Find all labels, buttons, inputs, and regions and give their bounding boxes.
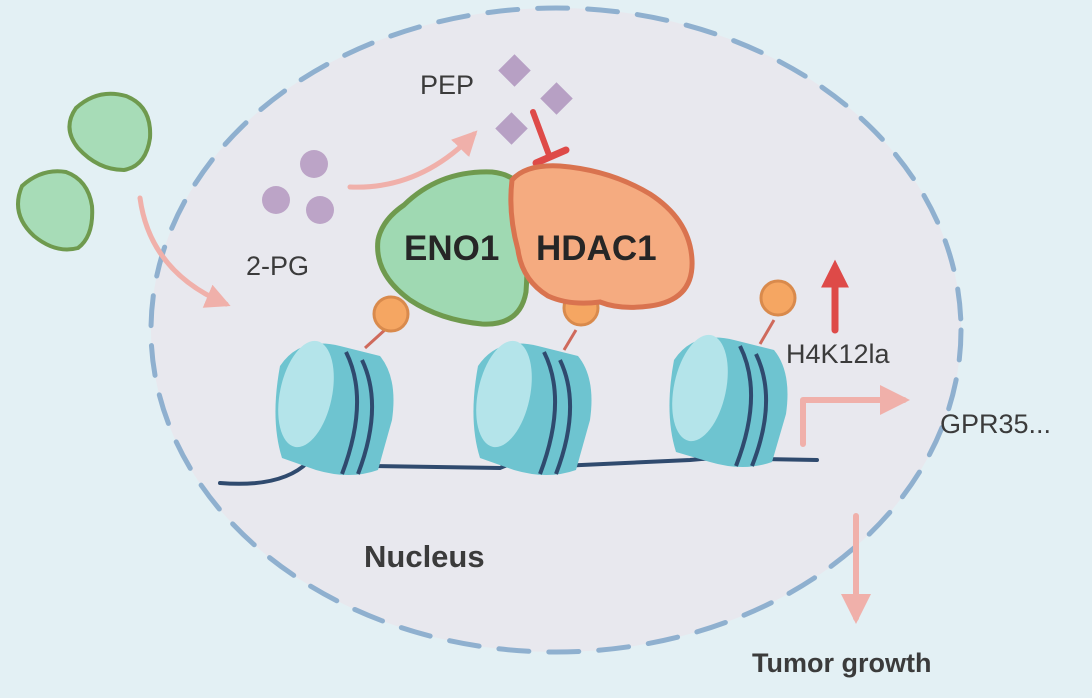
nucleosome-icon	[669, 334, 788, 467]
pep-molecule-icon	[495, 112, 528, 145]
2pg-molecule-icon	[262, 186, 290, 214]
label-nucleus: Nucleus	[364, 539, 485, 574]
hdac1-protein	[508, 163, 695, 310]
lactyl-stalk	[562, 329, 578, 351]
label-tumor-growth: Tumor growth	[752, 648, 932, 678]
lactyl-stalk	[758, 319, 776, 345]
pep-molecule-icon	[540, 82, 573, 115]
2pg-molecule-icon	[300, 150, 328, 178]
label-h4k12la: H4K12la	[786, 339, 890, 369]
lactate-molecule-icon	[67, 91, 153, 173]
eno1-protein	[375, 169, 531, 327]
nucleosome-icon	[473, 340, 592, 475]
lactyl-stalk	[363, 326, 389, 350]
inhibition-icon	[530, 109, 552, 158]
transcription-arrow-icon	[800, 385, 910, 447]
pep-molecule-icon	[498, 54, 531, 87]
nucleus-membrane	[148, 5, 964, 655]
inhibition-bar	[532, 146, 570, 167]
label-hdac1: HDAC1	[536, 229, 657, 268]
import-arrow-icon	[137, 195, 231, 308]
lactate-molecule-icon	[16, 169, 95, 252]
lactyl-mark-icon	[372, 295, 410, 333]
label-gpr35: GPR35...	[940, 409, 1052, 439]
label-eno1: ENO1	[404, 229, 500, 268]
2pg-molecule-icon	[306, 196, 334, 224]
label-pep: PEP	[420, 70, 475, 100]
conversion-arrow-icon	[347, 130, 478, 190]
lactyl-mark-icon	[759, 279, 797, 317]
label-2pg: 2-PG	[246, 251, 310, 281]
nucleosome-icon	[275, 340, 394, 475]
